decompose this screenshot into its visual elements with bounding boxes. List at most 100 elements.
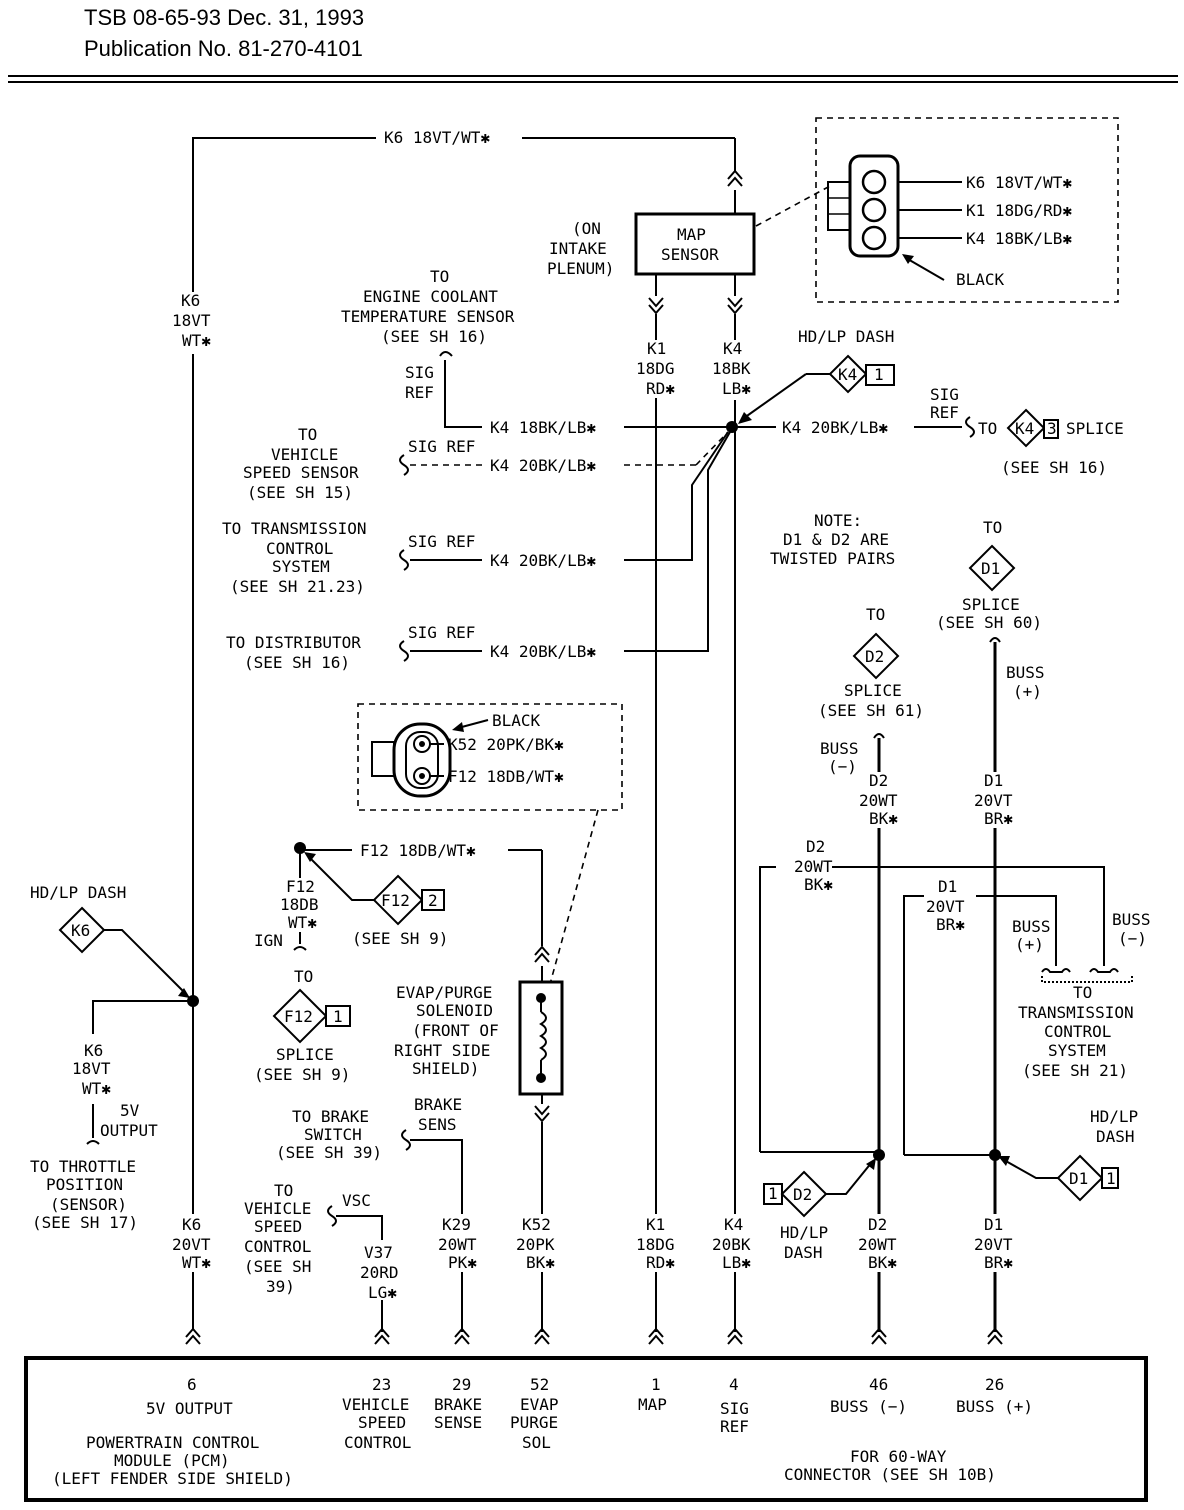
tps-l4: (SEE SH 17) — [32, 1213, 138, 1232]
d2-splice-buss: BUSS — [820, 739, 859, 758]
tcs-l1: TO TRANSMISSION — [222, 519, 367, 538]
d2-splice-to: TO — [866, 605, 885, 624]
k6-tps-l1: K6 — [84, 1041, 103, 1060]
d1-splice-sign: (+) — [1013, 682, 1042, 701]
d2-mid-l1: D2 — [806, 837, 825, 856]
tcs-l3: SYSTEM — [272, 557, 330, 576]
hdlp-k6: HD/LP DASH K6 — [30, 883, 199, 1007]
brake-l1: TO BRAKE — [292, 1107, 369, 1126]
evap-sol-l4: RIGHT SIDE — [394, 1041, 490, 1060]
d1-upper-l2: 20VT — [974, 791, 1013, 810]
hdlp-d2-l2: DASH — [784, 1243, 823, 1262]
on-intake-l1: (ON — [572, 219, 601, 238]
map-sensor-l1: MAP — [677, 225, 706, 244]
bw-k4-l2: 20BK — [712, 1235, 751, 1254]
tcs21-b2: BUSS — [1112, 910, 1151, 929]
vss-l2: VEHICLE — [271, 445, 338, 464]
pcm-pin4-l2: REF — [720, 1417, 749, 1436]
map-pin3: K4 18BK/LB✱ — [966, 229, 1072, 248]
pcm-conn2: CONNECTOR (SEE SH 10B) — [784, 1465, 996, 1484]
pcm-pin4-num: 4 — [729, 1375, 739, 1394]
d2-splice-l2: (SEE SH 61) — [818, 701, 924, 720]
f12-vert-l1: F12 — [286, 877, 315, 896]
pcm-pin23-l3: CONTROL — [344, 1433, 411, 1452]
tps-l3: (SENSOR) — [50, 1195, 127, 1214]
f12-ign: IGN — [254, 931, 283, 950]
evap-sol-l3: (FRONT OF — [412, 1021, 499, 1040]
f12-top-label: F12 18DB/WT✱ — [360, 841, 476, 860]
tcs-l2: CONTROL — [266, 539, 333, 558]
pcm-pin52-l2: PURGE — [510, 1413, 558, 1432]
bw-k29-l2: 20WT — [438, 1235, 477, 1254]
k4-splice-see: (SEE SH 16) — [1001, 458, 1107, 477]
bw-d2-l3: BK✱ — [868, 1253, 897, 1272]
evap-pin2: F12 18DB/WT✱ — [448, 767, 564, 786]
k6-tps-l2: 18VT — [72, 1059, 111, 1078]
hdlp-d2-diamond: D2 — [793, 1185, 812, 1204]
brake-s1: BRAKE — [414, 1095, 462, 1114]
k4-tcs-label: K4 20BK/LB✱ — [490, 551, 596, 570]
f12-splice-diamond: F12 — [284, 1007, 313, 1026]
k4-splice-diamond: K4 — [1015, 419, 1034, 438]
pcm-pin26-l1: BUSS (+) — [956, 1397, 1033, 1416]
k4-vert-l1: K4 — [723, 339, 742, 358]
bw-d1-l3: BR✱ — [984, 1253, 1013, 1272]
ect-l3: TEMPERATURE SENSOR — [341, 307, 515, 326]
map-conn-color: BLACK — [956, 270, 1005, 289]
bw-v37-l3: LG✱ — [368, 1283, 397, 1302]
tcs21-l2: TRANSMISSION — [1018, 1003, 1134, 1022]
ect-sig1: SIG — [405, 363, 434, 382]
ect-l2: ENGINE COOLANT — [363, 287, 498, 306]
tps-l2: POSITION — [46, 1175, 123, 1194]
d1-mid-l1: D1 — [938, 877, 957, 896]
hdlp-d2-l1: HD/LP — [780, 1223, 828, 1242]
k6-top-label: K6 18VT/WT✱ — [384, 128, 490, 147]
f12-splice-to: TO — [294, 967, 313, 986]
tps-l1: TO THROTTLE — [30, 1157, 136, 1176]
tcs21-b2s: (−) — [1118, 929, 1147, 948]
hdlp-d1-l1: HD/LP — [1090, 1107, 1138, 1126]
pcm-pin29-num: 29 — [452, 1375, 471, 1394]
k4-vert-l2: 18BK — [712, 359, 751, 378]
vsc-l6: 39) — [266, 1277, 295, 1296]
k4-splice-sig2: REF — [930, 403, 959, 422]
d1-splice-l1: SPLICE — [962, 595, 1020, 614]
d2-upper-l1: D2 — [869, 771, 888, 790]
note-l3: TWISTED PAIRS — [770, 549, 895, 568]
tps-sv2: OUTPUT — [100, 1121, 158, 1140]
tsb-number: TSB 08-65-93 Dec. 31, 1993 — [84, 5, 365, 30]
tcs21-b1s: (+) — [1015, 935, 1044, 954]
vsc-l2: VEHICLE — [244, 1199, 311, 1218]
evap-sol-l2: SOLENOID — [416, 1001, 493, 1020]
f12-d2-see: (SEE SH 9) — [352, 929, 448, 948]
k4-splice-wire-label: K4 20BK/LB✱ — [782, 418, 888, 437]
pcm-name3: (LEFT FENDER SIDE SHIELD) — [52, 1469, 293, 1488]
tcs-sig: SIG REF — [408, 532, 475, 551]
d1-upper-l1: D1 — [984, 771, 1003, 790]
k1-vert-l1: K1 — [647, 339, 666, 358]
k4-circuit: K4 18BK LB✱ K4 18BK/LB✱ TO ENGINE COOLAN… — [222, 267, 1124, 1332]
bw-k6-l2: 20VT — [172, 1235, 211, 1254]
pcm-pin46-num: 46 — [869, 1375, 888, 1394]
pcm-name2: MODULE (PCM) — [114, 1451, 230, 1470]
bw-k4-l3: LB✱ — [722, 1253, 751, 1272]
pcm-pin29-l1: BRAKE — [434, 1395, 482, 1414]
f12-d2-diamond: F12 — [381, 891, 410, 910]
d2-splice-sign: (−) — [828, 757, 857, 776]
k4-splice-num: 3 — [1047, 419, 1057, 438]
evap-solenoid: EVAP/PURGE SOLENOID (FRONT OF RIGHT SIDE… — [394, 946, 564, 1332]
f12-vert-l3: WT✱ — [288, 913, 317, 932]
bw-k6-l3: WT✱ — [182, 1253, 211, 1272]
k6-vert-l1: K6 — [181, 291, 200, 310]
ect-l1: TO — [430, 267, 449, 286]
d1-splice-buss: BUSS — [1006, 663, 1045, 682]
bottom-wire-labels: K6 20VT WT✱ V37 20RD LG✱ K29 20WT PK✱ K5… — [170, 1214, 1022, 1302]
k4-dist-label: K4 20BK/LB✱ — [490, 642, 596, 661]
f12-d2-num: 2 — [428, 891, 438, 910]
evap-sol-l1: EVAP/PURGE — [396, 983, 492, 1002]
vss-l3: SPEED SENSOR — [243, 463, 359, 482]
vss-l4: (SEE SH 15) — [247, 483, 353, 502]
pcm-pin23-num: 23 — [372, 1375, 391, 1394]
vsc-l5: (SEE SH — [244, 1257, 311, 1276]
k4-splice-sig1: SIG — [930, 385, 959, 404]
